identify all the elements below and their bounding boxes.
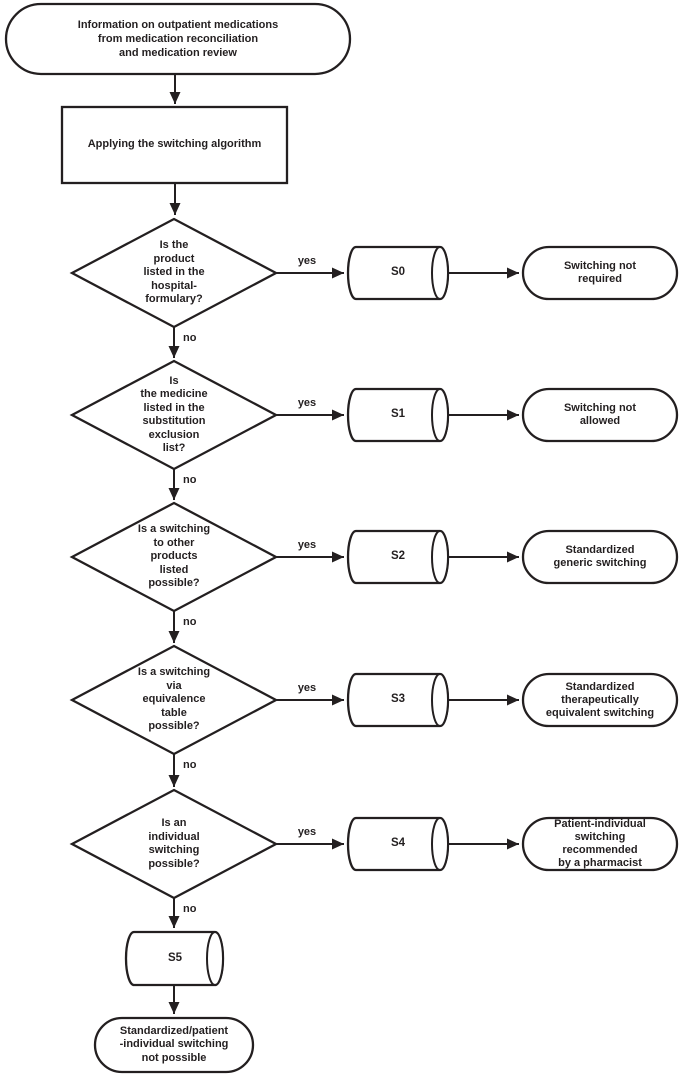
start-terminator bbox=[4, 2, 352, 76]
decision-1-diamond bbox=[69, 217, 279, 329]
decision-4-diamond bbox=[69, 644, 279, 756]
outcome-2-terminator bbox=[521, 387, 679, 443]
process-rect bbox=[60, 105, 289, 185]
step-s5-cylinder-cap bbox=[206, 931, 224, 986]
outcome-5-terminator bbox=[521, 816, 679, 872]
final-outcome-terminator bbox=[93, 1016, 255, 1074]
decision-5-diamond bbox=[69, 788, 279, 900]
outcome-3-terminator bbox=[521, 529, 679, 585]
step-s2-cylinder-cap bbox=[431, 530, 449, 584]
step-s4-cylinder-cap bbox=[431, 817, 449, 871]
outcome-1-terminator bbox=[521, 245, 679, 301]
decision-3-diamond bbox=[69, 501, 279, 613]
decision-2-diamond bbox=[69, 359, 279, 471]
step-s3-cylinder-cap bbox=[431, 673, 449, 727]
step-s1-cylinder-cap bbox=[431, 388, 449, 442]
outcome-4-terminator bbox=[521, 672, 679, 728]
step-s0-cylinder-cap bbox=[431, 246, 449, 300]
